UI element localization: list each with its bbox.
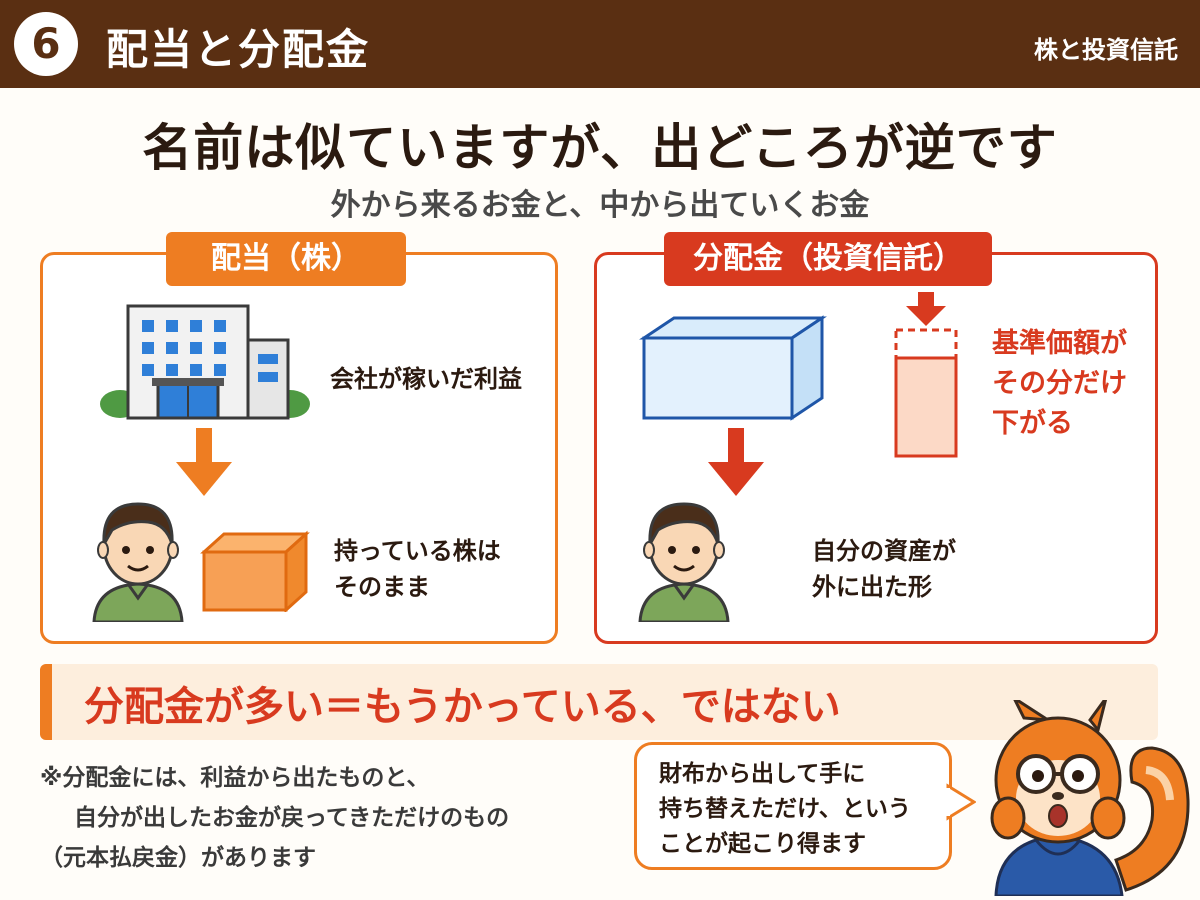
dividend-panel-label: 配当（株） [166, 232, 406, 286]
distribution-panel-label: 分配金（投資信託） [664, 232, 992, 286]
key-message-text: 分配金が多い＝もうかっている、ではない [84, 684, 841, 730]
header-title: 配当と分配金 [106, 25, 371, 74]
speech-line2: 持ち替えただけ、という [659, 796, 911, 822]
footnote-line3: （元本払戻金）があります [40, 845, 316, 871]
person-icon [92, 502, 184, 622]
stock-unchanged-caption-line1: 持っている株は [334, 537, 501, 565]
banner-accent-bar [40, 664, 52, 740]
main-title: 名前は似ていますが、出どころが逆です [142, 119, 1058, 177]
footnote-line1: ※分配金には、利益から出たものと、 [40, 765, 430, 791]
speech-line3: ことが起こり得ます [659, 831, 866, 857]
office-building-icon [100, 304, 310, 420]
person-icon [638, 502, 730, 622]
company-profit-caption: 会社が稼いだ利益 [330, 365, 522, 393]
header-bar: 6 配当と分配金 株と投資信託 [0, 0, 1200, 88]
speech-line1: 財布から出して手に [659, 761, 866, 787]
nav-decrease-caption-line3: 下がる [992, 408, 1073, 439]
nav-decrease-caption-line2: その分だけ [992, 368, 1127, 399]
footnote-line2: 自分が出したお金が戻ってきただけのもの [74, 805, 510, 831]
asset-outflow-caption-line1: 自分の資産が [812, 537, 956, 565]
transparent-box-icon [639, 315, 827, 421]
nav-decrease-caption-line1: 基準価額が [992, 328, 1127, 359]
speech-bubble: 財布から出して手に 持ち替えただけ、という ことが起こり得ます [634, 742, 952, 870]
header-category: 株と投資信託 [1034, 36, 1178, 64]
step-number-badge: 6 [14, 12, 78, 76]
speech-bubble-tail [946, 783, 976, 821]
arrow-down-icon [176, 428, 232, 496]
asset-outflow-caption-line2: 外に出た形 [812, 573, 932, 601]
nav-decrease-icon [894, 292, 958, 458]
key-message-banner: 分配金が多い＝もうかっている、ではない [40, 664, 1158, 740]
speech-bubble-text: 財布から出して手に 持ち替えただけ、という ことが起こり得ます [659, 757, 911, 862]
subtitle: 外から来るお金と、中から出ていくお金 [330, 188, 870, 223]
arrow-down-icon [708, 428, 764, 496]
footnote: ※分配金には、利益から出たものと、 自分が出したお金が戻ってきただけのもの （元… [40, 758, 620, 878]
box-icon [200, 530, 310, 612]
squirrel-mascot-icon [990, 700, 1190, 896]
stock-unchanged-caption-line2: そのまま [334, 573, 430, 601]
